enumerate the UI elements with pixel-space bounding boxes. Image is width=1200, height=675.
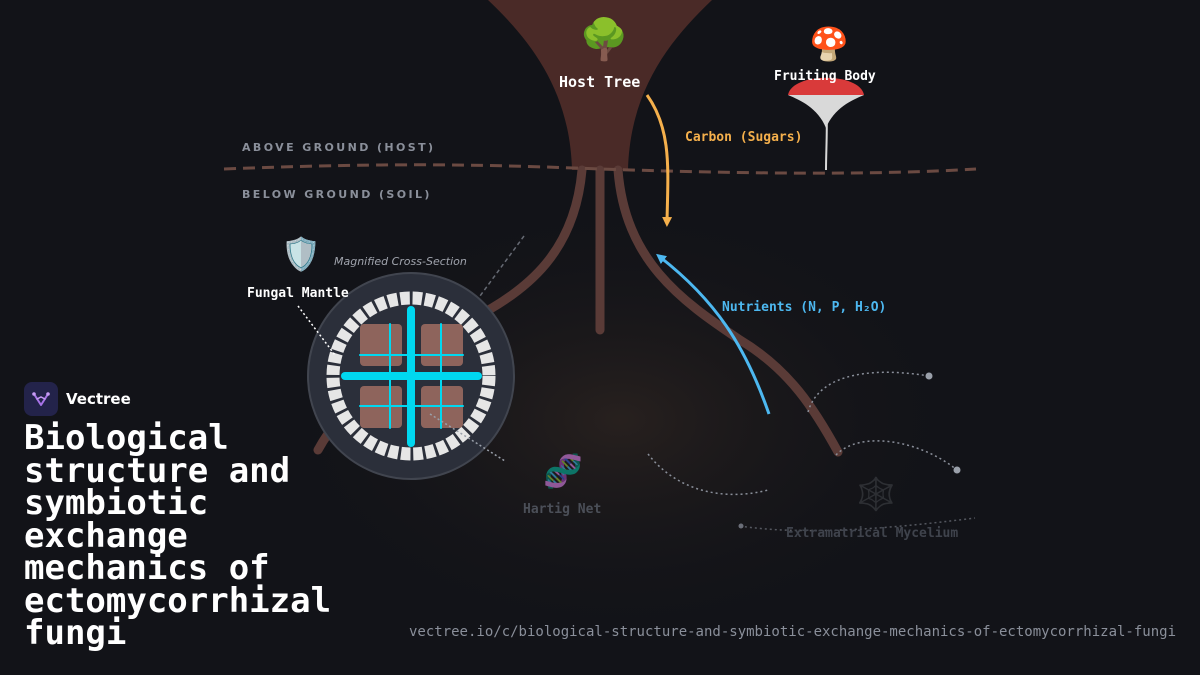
hartig-net-label: Hartig Net (523, 502, 602, 517)
hartig-hyphae (341, 306, 482, 447)
tree-icon: 🌳 (579, 17, 629, 63)
vectree-logo-icon (24, 382, 58, 416)
mushroom-cap (788, 77, 864, 95)
cross-section (307, 272, 515, 480)
cross-section-label: Magnified Cross-Section (334, 255, 467, 268)
soil-line (223, 163, 977, 175)
magnifier-connector (479, 235, 525, 297)
brand[interactable]: Vectree (24, 382, 131, 416)
mantle-ring (326, 291, 496, 461)
mycelium-threads (647, 371, 976, 532)
root-cell (360, 324, 402, 366)
mycelium-label: Extramatrical Mycelium (786, 526, 959, 541)
nutrients-flow-arrow (656, 253, 771, 415)
carbon-flow-label: Carbon (Sugars) (685, 130, 803, 145)
hypha-tip (738, 523, 744, 529)
shield-icon: 🛡️ (281, 235, 321, 273)
host-tree-label: Host Tree (559, 73, 641, 91)
hypha-tip (925, 372, 933, 380)
hartig-pointer (429, 413, 506, 462)
web-icon: 🕸️ (856, 475, 896, 513)
fungal-mantle-label: Fungal Mantle (247, 286, 349, 301)
mushroom-icon: 🍄 (809, 25, 849, 63)
tree-trunk (488, 0, 712, 170)
above-ground-label: ABOVE GROUND (HOST) (242, 141, 436, 154)
mantle-pointer (297, 305, 336, 356)
hypha-tip (953, 466, 961, 474)
dna-icon: 🧬 (543, 452, 583, 490)
below-ground-label: BELOW GROUND (SOIL) (242, 188, 432, 201)
page-title: Biological structure and symbiotic excha… (24, 418, 332, 653)
mushroom-gills (788, 95, 864, 128)
nutrients-flow-label: Nutrients (N, P, H₂O) (722, 300, 887, 315)
carbon-flow-arrow (645, 94, 673, 227)
page-url[interactable]: vectree.io/c/biological-structure-and-sy… (408, 624, 1176, 640)
brand-name: Vectree (66, 390, 131, 408)
fruiting-body-label: Fruiting Body (774, 69, 876, 84)
